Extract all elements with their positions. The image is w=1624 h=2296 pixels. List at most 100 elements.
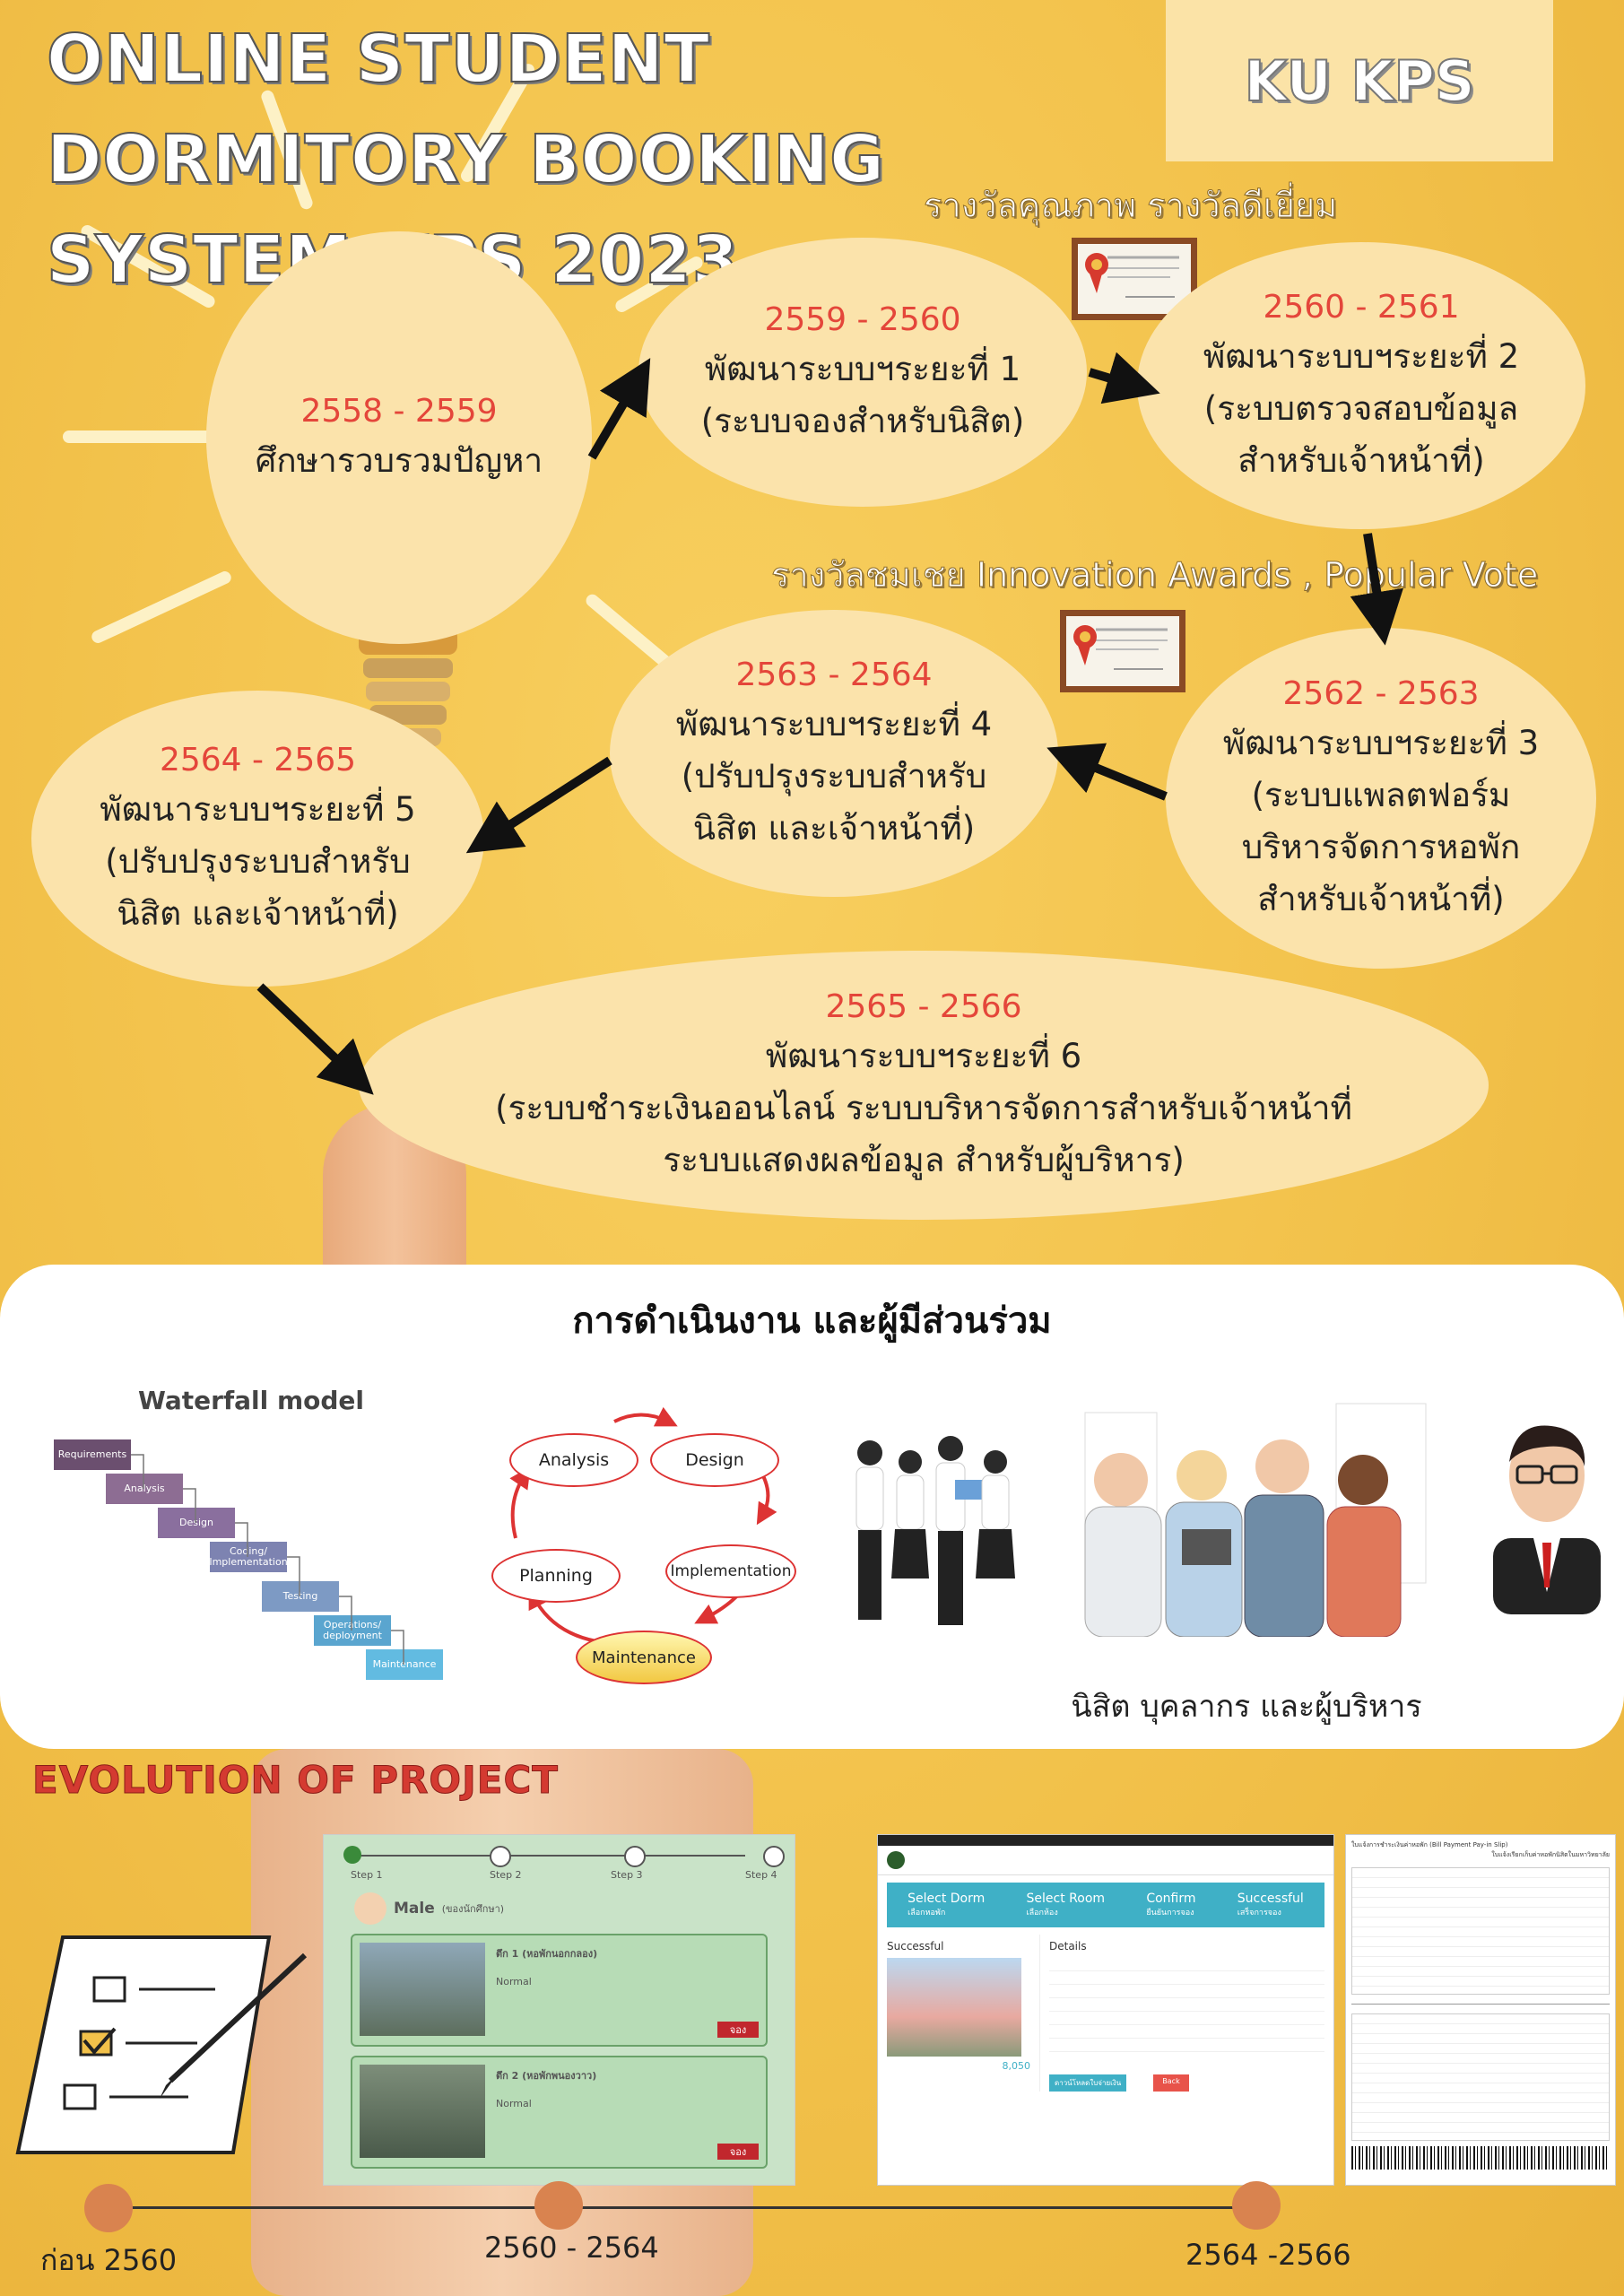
executive-avatar [1493, 1425, 1601, 1614]
phase-line: สำหรับเจ้าหน้าที่) [1257, 880, 1505, 918]
phase-years: 2562 - 2563 [1282, 675, 1480, 712]
price-value: 8,050 [1002, 2060, 1031, 2072]
phase-bubble-1: 2558 - 2559 ศึกษารวบรวมปัญหา [206, 231, 592, 644]
timeline-label: 2560 - 2564 [484, 2231, 659, 2265]
cycle-node-design: Design [650, 1433, 779, 1487]
cycle-node-label: Analysis [538, 1450, 610, 1470]
arrow-icon [256, 983, 374, 1095]
phase-line: ระบบแสดงผลข้อมูล สำหรับผู้บริหาร) [663, 1141, 1185, 1179]
room-name: ตึก 2 (หอพักพนองวาว) [496, 2070, 597, 2082]
waterfall-connectors [131, 1454, 404, 1665]
checklist-icon [15, 1935, 308, 2154]
cycle-node-maintenance: Maintenance [576, 1631, 712, 1684]
timeline-label: ก่อน 2560 [40, 2243, 178, 2277]
phase-line: พัฒนาระบบฯระยะที่ 2 [1203, 337, 1520, 376]
waterfall-step: Design [158, 1508, 235, 1538]
arrow-icon [587, 358, 651, 460]
step-label: Step 3 [611, 1869, 643, 1881]
phase-line: (ระบบชำระเงินออนไลน์ ระบบบริหารจัดการสำห… [495, 1089, 1352, 1127]
waterfall-step: Maintenance [366, 1649, 443, 1680]
room-type: Normal [496, 2098, 532, 2109]
award-innovation: รางวัลชมเชย Innovation Awards , Popular … [770, 555, 1539, 596]
sun-ray [63, 430, 215, 443]
flow-arrows [256, 352, 1403, 1095]
waterfall-step: Requirements [54, 1439, 131, 1470]
phase-bubble-3: 2560 - 2561 พัฒนาระบบฯระยะที่ 2 (ระบบตรว… [1137, 242, 1585, 529]
staff-illustration [1067, 1395, 1444, 1637]
certificate-icon [1060, 610, 1185, 692]
phase-line: (ระบบจองสำหรับนิสิต) [700, 402, 1025, 440]
phase-line: ศึกษารวบรวมปัญหา [255, 441, 543, 480]
timeline-dot [1232, 2181, 1281, 2230]
award-quality: รางวัลคุณภาพ รางวัลดีเยี่ยม [923, 186, 1338, 226]
phase-years: 2558 - 2559 [300, 393, 498, 430]
details-heading: Details [1049, 1940, 1087, 1952]
room-card[interactable]: ตึก 1 (หอพักนอกกลอง) Normal จอง [351, 1934, 768, 2047]
phase-line: (ระบบตรวจสอบข้อมูล [1203, 389, 1519, 428]
dorm-photo [360, 1943, 485, 2036]
step-label: Step 1 [351, 1869, 383, 1881]
phase-bubble-6: 2564 - 2565 พัฒนาระบบฯระยะที่ 5 (ปรับปรุ… [31, 691, 484, 987]
students-illustration [855, 1436, 1015, 1625]
ku-kps-badge: KU KPS [1166, 0, 1553, 161]
phase-line: นิสิต และเจ้าหน้าที่) [692, 809, 976, 848]
phase-years: 2559 - 2560 [764, 301, 961, 338]
dorm-photo [887, 1958, 1021, 2057]
waterfall-step: Operations/ deployment [314, 1615, 391, 1646]
download-slip-button[interactable]: ดาวน์โหลดใบจ่ายเงิน [1049, 2074, 1127, 2092]
arrow-icon [465, 756, 612, 854]
barcode-icon [1351, 2146, 1610, 2170]
slip-subheader: ใบแจ้งเรียกเก็บค่าหอพักนิสิตในมหาวิทยาลั… [1491, 1851, 1610, 1858]
phase-years: 2565 - 2566 [825, 988, 1022, 1025]
cycle-node-label: Planning [519, 1566, 593, 1586]
slip-header: ใบแจ้งการชำระเงินค่าหอพัก (Bill Payment … [1351, 1841, 1508, 1848]
waterfall-title: Waterfall model [137, 1386, 365, 1415]
cycle-node-implementation: Implementation [665, 1544, 796, 1598]
back-button[interactable]: Back [1153, 2074, 1189, 2092]
arrow-icon [1088, 352, 1160, 404]
room-card[interactable]: ตึก 2 (หอพักพนองวาว) Normal จอง [351, 2056, 768, 2169]
phase-line: สำหรับเจ้าหน้าที่) [1238, 441, 1485, 480]
cycle-node-analysis: Analysis [509, 1433, 638, 1487]
evolution-title: EVOLUTION OF PROJECT [32, 1758, 559, 1803]
step-circle-icon [490, 1846, 511, 1867]
phase-line: พัฒนาระบบฯระยะที่ 5 [100, 790, 416, 829]
step-check-icon [343, 1846, 361, 1864]
phase-years: 2560 - 2561 [1263, 289, 1460, 326]
book-button[interactable]: จอง [717, 2022, 759, 2038]
title-line-1: ONLINE STUDENT DORMITORY BOOKING [46, 20, 885, 199]
cycle-node-label: Implementation [670, 1562, 792, 1580]
payment-slip-screen: ใบแจ้งการชำระเงินค่าหอพัก (Bill Payment … [1345, 1834, 1616, 2186]
ku-logo-icon [887, 1851, 905, 1869]
phase-line: บริหารจัดการหอพัก [1241, 828, 1521, 866]
timeline-dot [84, 2184, 133, 2232]
step-label: Step 2 [490, 1869, 522, 1881]
avatar [354, 1892, 386, 1925]
phase-line: นิสิต และเจ้าหน้าที่) [117, 894, 399, 933]
phase-line: พัฒนาระบบฯระยะที่ 3 [1222, 724, 1540, 762]
timeline-label: 2564 -2566 [1185, 2238, 1351, 2272]
cycle-node-label: Maintenance [592, 1648, 696, 1667]
step-circle-icon [624, 1846, 646, 1867]
gender-label: Male [394, 1900, 435, 1918]
success-heading: Successful [887, 1940, 944, 1952]
waterfall-step: Testing [262, 1581, 339, 1612]
room-type: Normal [496, 1976, 532, 1987]
step-circle-icon [763, 1846, 785, 1867]
phase-line: (ระบบแพลตฟอร์ม [1251, 776, 1511, 814]
certificate-icon [1072, 238, 1197, 320]
phase-years: 2563 - 2564 [735, 657, 933, 693]
book-button[interactable]: จอง [717, 2144, 759, 2160]
waterfall-step: Analysis [106, 1474, 183, 1504]
gender-sub: (ของนักศึกษา) [441, 1903, 505, 1915]
step-label: Step 4 [745, 1869, 777, 1881]
process-title: การดำเนินงาน และผู้มีส่วนร่วม [572, 1300, 1052, 1342]
phase-line: (ปรับปรุงระบบสำหรับ [681, 757, 987, 796]
waterfall-step: Coding/ Implementation [209, 1542, 288, 1572]
phase-line: พัฒนาระบบฯระยะที่ 6 [765, 1037, 1082, 1075]
